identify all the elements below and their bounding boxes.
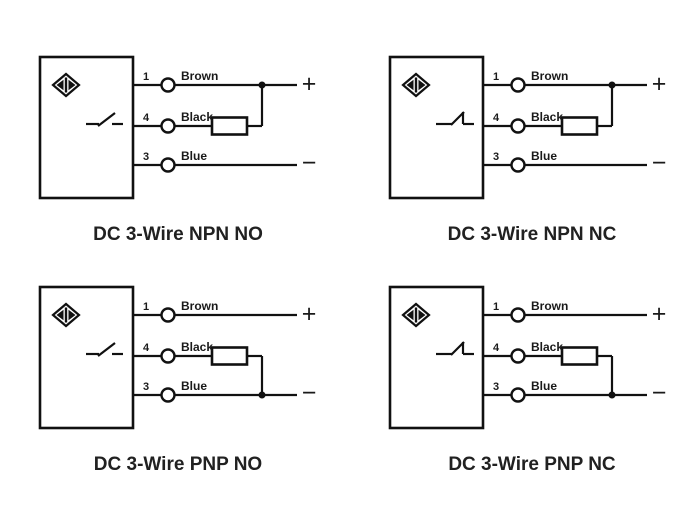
load-resistor: [560, 346, 599, 366]
load-resistor: [210, 116, 249, 136]
polarity-plus: +: [652, 300, 667, 328]
load-resistor: [210, 346, 249, 366]
terminal-circle-4: [510, 348, 526, 364]
junction-dot: [608, 81, 616, 89]
diagram-caption: DC 3-Wire NPN NO: [93, 224, 263, 245]
wire-label: Brown: [181, 299, 218, 313]
polarity-minus: −: [652, 379, 667, 407]
pin-number: 4: [493, 342, 500, 354]
pin-number: 3: [493, 151, 499, 163]
wire-label: Blue: [181, 149, 207, 163]
wire-label: Blue: [531, 379, 557, 393]
polarity-plus: +: [652, 70, 667, 98]
polarity-minus: −: [302, 379, 317, 407]
switch-no-icon: [86, 342, 123, 357]
wire-label: Black: [531, 340, 563, 354]
switch-no-icon: [86, 112, 123, 127]
pin-number: 4: [493, 112, 500, 124]
switch-nc-icon: [436, 341, 474, 356]
wire-label: Blue: [531, 149, 557, 163]
terminal-circle-3: [510, 387, 526, 403]
sensor-body: [388, 55, 485, 200]
junction-dot: [258, 81, 266, 89]
wire-label: Black: [181, 340, 213, 354]
terminal-circle-1: [160, 77, 176, 93]
polarity-minus: −: [652, 149, 667, 177]
diagram-caption: DC 3-Wire NPN NC: [448, 224, 617, 245]
diagram-npn-no: 1 4 3 Brown Black Blue + − DC 3-Wire NPN…: [38, 55, 317, 245]
polarity-plus: +: [302, 70, 317, 98]
terminal-circle-3: [510, 157, 526, 173]
diagram-npn-nc: 1 4 3 Brown Black Blue + − DC 3-Wire NPN…: [388, 55, 667, 245]
pin-number: 4: [143, 342, 150, 354]
proximity-sensor-icon: [51, 302, 81, 328]
junction-dot: [258, 391, 266, 399]
junction-dot: [608, 391, 616, 399]
wire-label: Brown: [181, 69, 218, 83]
terminal-circle-4: [160, 348, 176, 364]
sensor-body: [38, 285, 135, 430]
pin-number: 3: [143, 151, 149, 163]
pin-number: 1: [143, 301, 149, 313]
terminal-circle-3: [160, 157, 176, 173]
terminal-circle-3: [160, 387, 176, 403]
sensor-body: [388, 285, 485, 430]
proximity-sensor-icon: [401, 302, 431, 328]
diagram-caption: DC 3-Wire PNP NC: [448, 454, 616, 475]
diagram-pnp-nc: 1 4 3 Brown Black Blue + − DC 3-Wire PNP…: [388, 285, 667, 475]
terminal-circle-1: [160, 307, 176, 323]
switch-nc-icon: [436, 111, 474, 126]
diagram-pnp-no: 1 4 3 Brown Black Blue + − DC 3-Wire PNP…: [38, 285, 317, 475]
terminal-circle-1: [510, 77, 526, 93]
diagram-caption: DC 3-Wire PNP NO: [94, 454, 262, 475]
wire-label: Black: [181, 110, 213, 124]
pin-number: 3: [143, 381, 149, 393]
pin-number: 3: [493, 381, 499, 393]
wire-label: Black: [531, 110, 563, 124]
proximity-sensor-icon: [51, 72, 81, 98]
load-resistor: [560, 116, 599, 136]
polarity-plus: +: [302, 300, 317, 328]
wire-label: Brown: [531, 69, 568, 83]
pin-number: 1: [143, 71, 149, 83]
terminal-circle-4: [510, 118, 526, 134]
terminal-circle-1: [510, 307, 526, 323]
terminal-circle-4: [160, 118, 176, 134]
sensor-body: [38, 55, 135, 200]
pin-number: 1: [493, 301, 499, 313]
proximity-sensor-icon: [401, 72, 431, 98]
pin-number: 4: [143, 112, 150, 124]
pin-number: 1: [493, 71, 499, 83]
wire-label: Brown: [531, 299, 568, 313]
polarity-minus: −: [302, 149, 317, 177]
wire-label: Blue: [181, 379, 207, 393]
